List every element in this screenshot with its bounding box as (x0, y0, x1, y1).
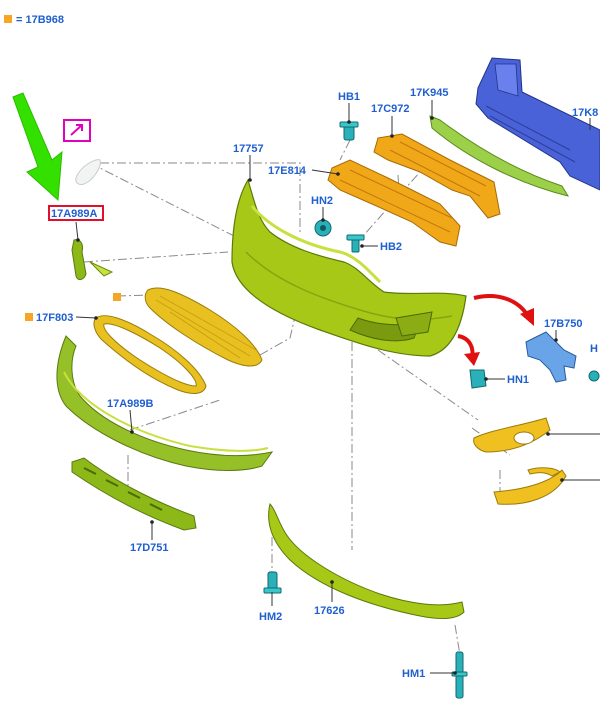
label-17b750[interactable]: 17B750 (544, 318, 583, 330)
red-arrow-upper (473, 294, 534, 326)
label-17626[interactable]: 17626 (314, 605, 345, 617)
label-hn2[interactable]: HN2 (311, 195, 333, 207)
label-hn1[interactable]: HN1 (507, 374, 529, 386)
part-17f803-frame[interactable] (93, 315, 207, 394)
clip-hm1[interactable] (451, 651, 468, 699)
part-17c972-absorber[interactable] (373, 133, 501, 219)
label-17k8[interactable]: 17K8 (572, 107, 598, 119)
leader-lines (75, 100, 600, 675)
label-17c972[interactable]: 17C972 (371, 103, 410, 115)
legend-marker (4, 15, 12, 23)
part-17e814-absorber[interactable] (327, 159, 461, 247)
label-17f803[interactable]: 17F803 (36, 312, 73, 324)
label-hm2[interactable]: HM2 (259, 611, 282, 623)
label-17e814[interactable]: 17E814 (268, 165, 307, 177)
part-labels: HB1 17C972 17K945 17K8 17757 17E814 HN2 … (36, 87, 598, 680)
highlight-box (48, 205, 104, 221)
part-fog-surround-upper[interactable] (473, 417, 551, 453)
label-17d751[interactable]: 17D751 (130, 542, 169, 554)
part-17a989b-lip[interactable] (56, 335, 274, 471)
part-17a989a[interactable] (71, 239, 87, 281)
label-hm1[interactable]: HM1 (402, 668, 425, 680)
label-17a989a[interactable]: 17A989A (51, 208, 98, 220)
clip-hb1[interactable] (339, 121, 359, 141)
part-17a989a-tab (89, 261, 114, 277)
label-17a989b[interactable]: 17A989B (107, 398, 154, 410)
part-17626-lower-bar[interactable] (268, 503, 465, 620)
part-17d751-strip[interactable] (71, 457, 197, 531)
part-17757-bumper-cover[interactable] (231, 178, 467, 357)
large-pointer-arrow-icon (12, 92, 63, 202)
part-17k945-strip[interactable] (429, 115, 570, 197)
legend-marker-f803 (25, 313, 33, 321)
label-h[interactable]: H (590, 343, 598, 355)
label-17757[interactable]: 17757 (233, 143, 264, 155)
label-hb2[interactable]: HB2 (380, 241, 402, 253)
legend-marker-grille (113, 293, 121, 301)
clip-hm2[interactable] (263, 571, 282, 594)
label-17k945[interactable]: 17K945 (410, 87, 449, 99)
emblem-part (75, 159, 101, 185)
clip-hb2[interactable] (346, 234, 365, 253)
part-17k8-beam[interactable] (475, 57, 600, 191)
part-17b750-bracket[interactable] (525, 331, 600, 383)
label-hb1[interactable]: HB1 (338, 91, 360, 103)
clip-hn2[interactable] (314, 219, 332, 237)
legend-text: = 17B968 (16, 14, 64, 26)
external-link-arrow-icon[interactable] (63, 119, 91, 142)
part-lower-grille-mesh[interactable] (144, 287, 263, 367)
part-fog-surround-lower[interactable] (493, 467, 567, 505)
red-arrow-lower (457, 334, 480, 366)
clip-hn1[interactable] (469, 369, 487, 389)
